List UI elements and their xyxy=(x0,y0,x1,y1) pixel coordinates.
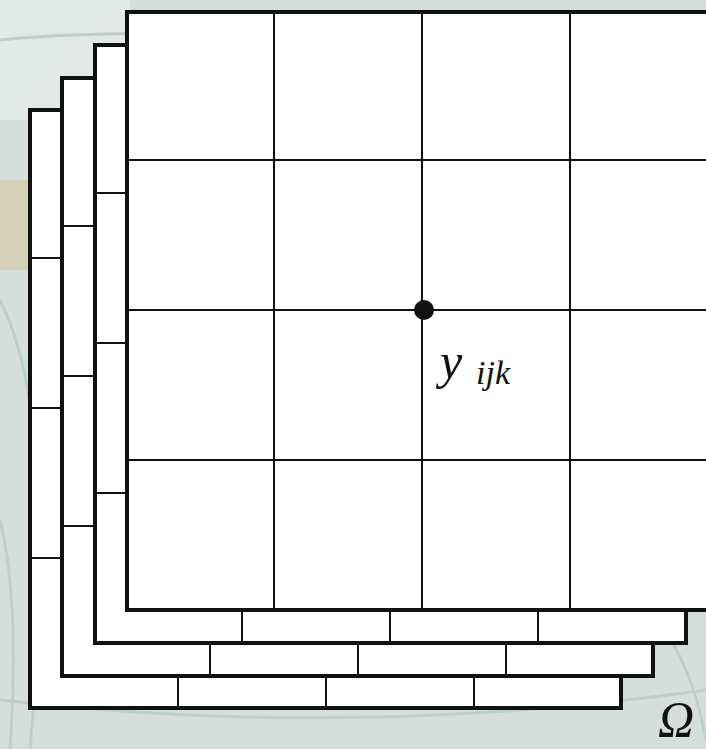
subscript-index: ijk xyxy=(476,356,510,390)
grid-layer-1 xyxy=(127,12,706,610)
variable-symbol: y xyxy=(440,336,462,386)
grid-point xyxy=(414,300,434,320)
domain-symbol: Ω xyxy=(658,694,694,744)
